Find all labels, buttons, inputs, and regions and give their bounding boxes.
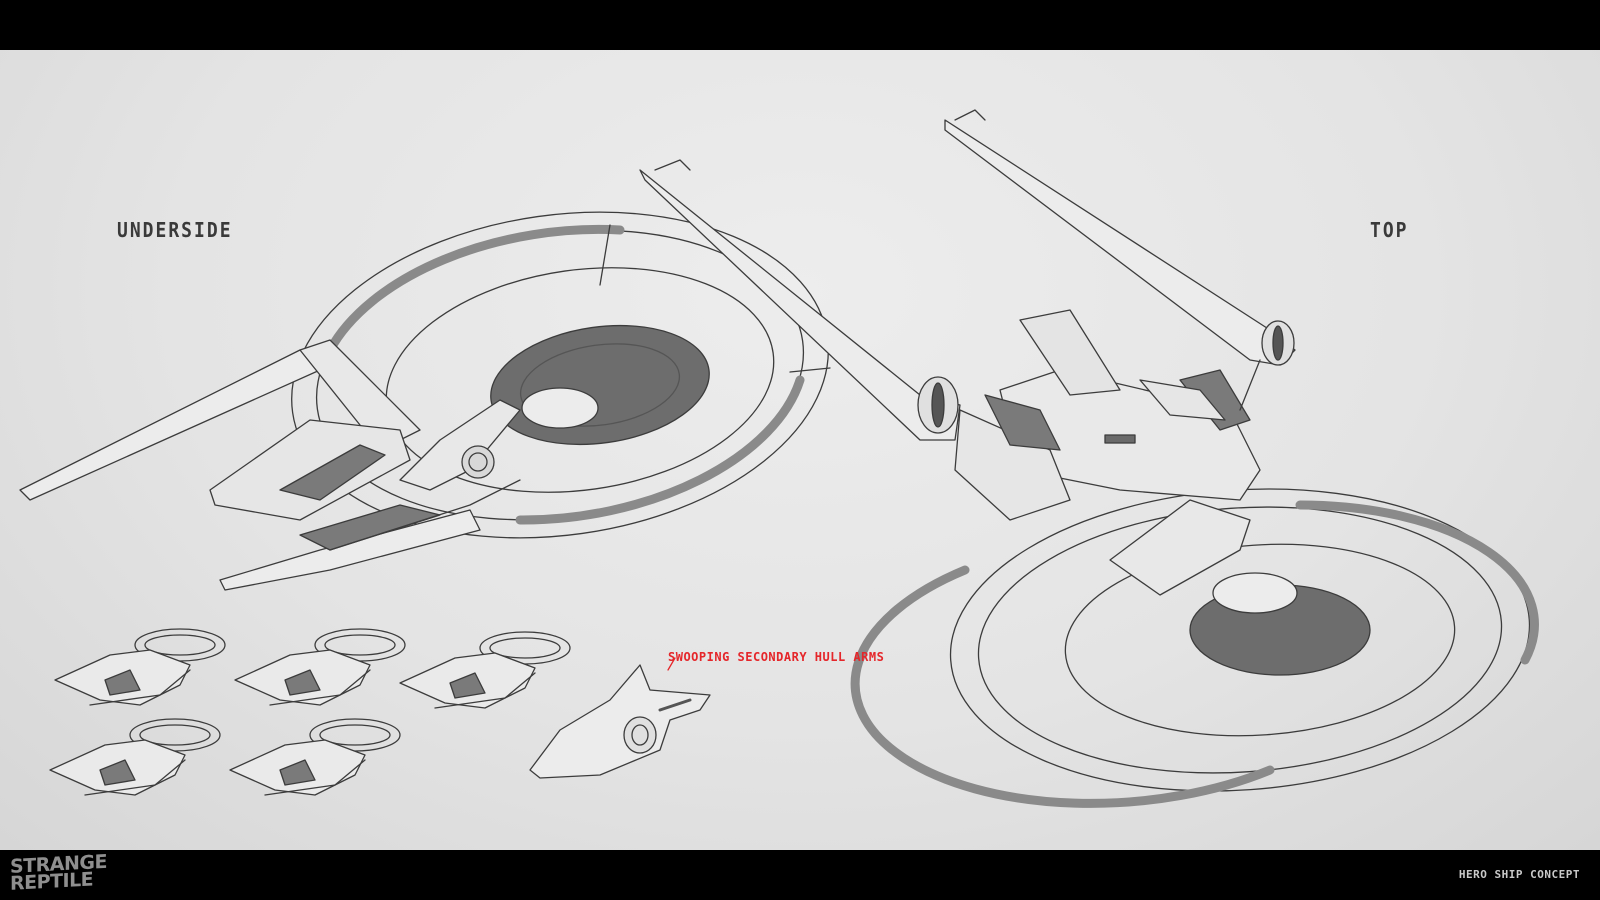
thumbnail-studies bbox=[49, 628, 571, 796]
sketch-canvas: UNDERSIDE TOP SWOOPING SECONDARY HULL AR… bbox=[0, 50, 1600, 850]
hull-arms-annotation: SWOOPING SECONDARY HULL ARMS bbox=[668, 650, 885, 664]
underside-ship-sketch bbox=[19, 211, 831, 591]
top-ship-sketch bbox=[639, 109, 1539, 808]
top-view-label: TOP bbox=[1370, 218, 1409, 243]
underside-view-label: UNDERSIDE bbox=[117, 218, 233, 243]
letterbox-bottom bbox=[0, 850, 1600, 900]
studio-logo: STRANGE REPTILE bbox=[10, 851, 120, 895]
hull-arm-detail-sketch bbox=[529, 657, 711, 779]
sketch-art bbox=[19, 109, 1539, 808]
sheet-caption: HERO SHIP CONCEPT bbox=[1458, 868, 1580, 881]
letterbox-top bbox=[0, 0, 1600, 50]
